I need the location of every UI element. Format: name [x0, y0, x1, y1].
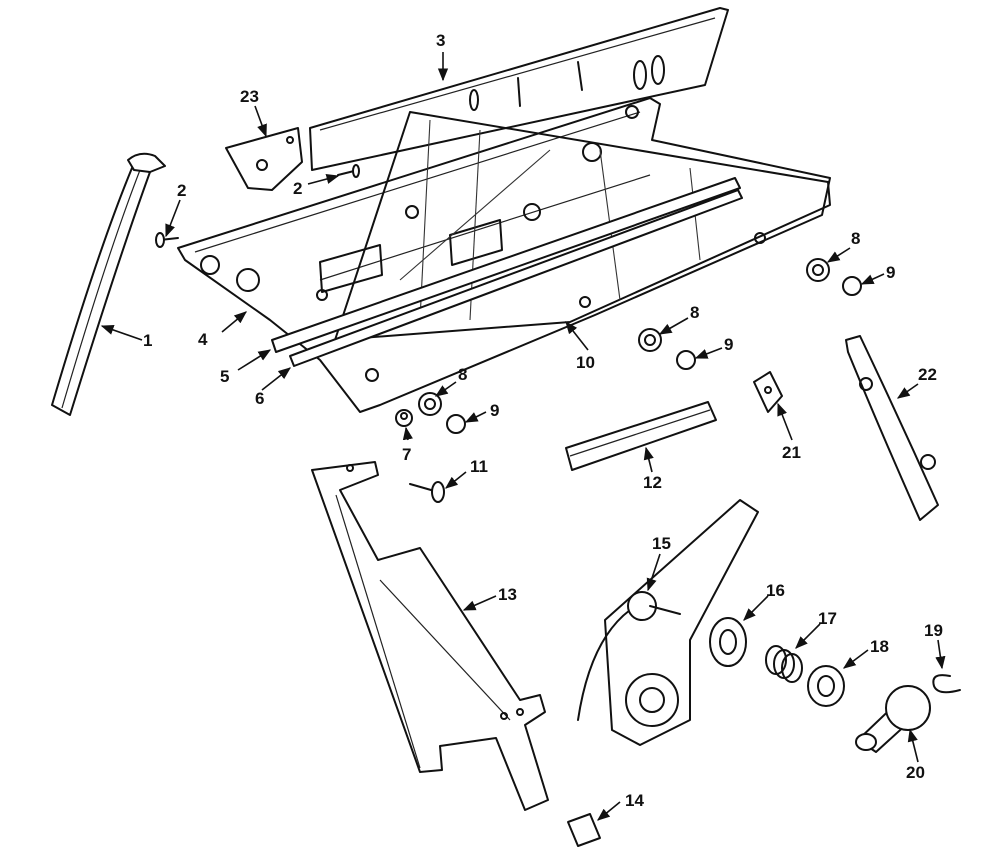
part-5-glass-channel [271, 177, 741, 353]
callout-5: 5 [220, 367, 229, 386]
part-1-run-channel [51, 152, 166, 416]
part-13-regulator-arm [311, 461, 549, 811]
leader-lines [100, 52, 946, 821]
callout-3: 3 [436, 31, 445, 50]
part-16-washer [709, 617, 747, 667]
callout-18: 18 [870, 637, 889, 656]
callout-6: 6 [255, 389, 264, 408]
part-17-spring [765, 645, 803, 683]
callout-4: 4 [198, 330, 208, 349]
part-2-screw-upper [337, 164, 360, 178]
callout-13: 13 [498, 585, 517, 604]
callout-11: 11 [470, 457, 488, 476]
part-3-upper-panel [309, 7, 729, 171]
callout-20: 20 [906, 763, 925, 782]
part-11-bolt [409, 481, 445, 503]
part-9-nut-right [842, 276, 862, 296]
callout-21: 21 [782, 443, 801, 462]
part-4-door-carrier [177, 97, 831, 413]
part-20-crank-handle [855, 685, 931, 753]
part-15-regulator [577, 499, 759, 746]
callout-1: 1 [143, 331, 152, 350]
callout-2-left: 2 [177, 181, 186, 200]
part-21-clip [753, 371, 783, 413]
callout-9-right: 9 [886, 263, 895, 282]
part-22-rear-bracket [845, 335, 939, 521]
part-8-nut-center [638, 328, 662, 352]
callout-22: 22 [918, 365, 937, 384]
callout-2-upper: 2 [293, 179, 302, 198]
part-8-nut-right [806, 258, 830, 282]
callout-12: 12 [643, 473, 662, 492]
callout-9-left: 9 [490, 401, 499, 420]
part-14-block [567, 813, 601, 847]
part-18-escutcheon [807, 665, 845, 707]
callout-17: 17 [818, 609, 837, 628]
callout-7: 7 [402, 445, 411, 464]
part-6-glass-channel [289, 189, 743, 367]
part-7-stud [395, 409, 413, 427]
part-9-nut-center [676, 350, 696, 370]
part-8-nut-left [418, 392, 442, 416]
callout-labels: 1 2 2 3 4 5 6 7 8 8 8 9 9 9 10 11 12 13 … [143, 31, 943, 810]
part-2-screw-left [155, 232, 179, 248]
part-9-nut-left [446, 414, 466, 434]
part-10-door-glass [334, 111, 831, 341]
callout-14: 14 [625, 791, 644, 810]
callout-19: 19 [924, 621, 943, 640]
part-12-lower-channel [565, 401, 717, 471]
callout-8-left: 8 [458, 365, 467, 384]
callout-15: 15 [652, 534, 671, 553]
part-19-retaining-clip [932, 674, 961, 694]
part-23-bracket [225, 127, 303, 191]
callout-16: 16 [766, 581, 785, 600]
callout-23: 23 [240, 87, 259, 106]
callout-10: 10 [576, 353, 595, 372]
callout-8-right: 8 [851, 229, 860, 248]
callout-9-center: 9 [724, 335, 733, 354]
callout-8-center: 8 [690, 303, 699, 322]
